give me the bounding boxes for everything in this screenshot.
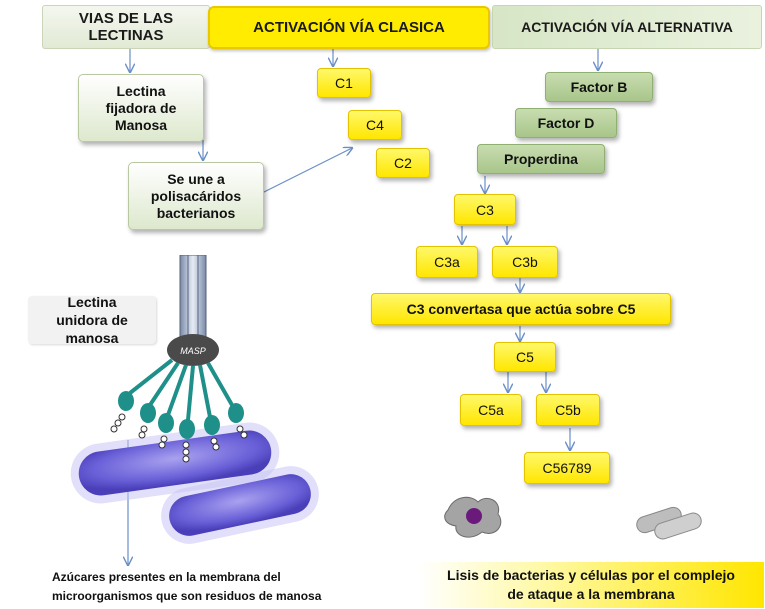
box-properdina: Properdina bbox=[477, 144, 605, 174]
box-c3-convertasa-text: C3 convertasa que actúa sobre C5 bbox=[406, 301, 636, 317]
bacterium-1 bbox=[78, 430, 272, 496]
sugar-beads bbox=[110, 413, 248, 463]
box-c4-text: C4 bbox=[366, 117, 384, 133]
box-c3-text: C3 bbox=[476, 201, 494, 218]
lisis-banner-text: Lisis de bacterias y células por el comp… bbox=[447, 567, 735, 602]
header-activacion-alternativa-text: ACTIVACIÓN VÍA ALTERNATIVA bbox=[521, 19, 733, 35]
box-factor-b: Factor B bbox=[545, 72, 653, 102]
bacteria-group bbox=[70, 422, 319, 544]
box-c5b-text: C5b bbox=[555, 402, 581, 418]
box-c2: C2 bbox=[376, 148, 430, 178]
box-lectina-fijadora: Lectina fijadora de Manosa bbox=[78, 74, 204, 142]
carbohydrate-recognition-domains bbox=[118, 391, 244, 439]
lisis-banner: Lisis de bacterias y células por el comp… bbox=[418, 562, 764, 608]
label-lectina-unidora: Lectina unidora de manosa bbox=[28, 294, 156, 346]
box-c1-text: C1 bbox=[335, 75, 353, 91]
box-c2-text: C2 bbox=[394, 155, 412, 171]
box-se-une: Se une a polisacáridos bacterianos bbox=[128, 162, 264, 230]
mannose-binding-lectin-illustration: MASP bbox=[70, 255, 319, 544]
azucares-caption-text: Azúcares presentes en la membrana del mi… bbox=[52, 570, 322, 603]
box-lectina-fijadora-text: Lectina fijadora de Manosa bbox=[105, 82, 177, 133]
label-lectina-unidora-text: Lectina unidora de manosa bbox=[56, 294, 128, 346]
lectin-stalk bbox=[179, 255, 207, 340]
box-se-une-text: Se une a polisacáridos bacterianos bbox=[150, 170, 242, 221]
lectin-arms bbox=[128, 358, 234, 421]
box-c5a-text: C5a bbox=[478, 402, 504, 418]
box-c4: C4 bbox=[348, 110, 402, 140]
box-c3a-text: C3a bbox=[434, 254, 460, 270]
box-c1: C1 bbox=[317, 68, 371, 98]
box-c5a: C5a bbox=[460, 394, 522, 426]
header-vias-lectinas-text: VIAS DE LAS LECTINAS bbox=[78, 10, 174, 44]
box-c5b: C5b bbox=[536, 394, 600, 426]
header-activacion-clasica-text: ACTIVACIÓN VÍA CLASICA bbox=[253, 19, 445, 36]
box-properdina-text: Properdina bbox=[504, 151, 578, 167]
cell-illustration bbox=[444, 496, 502, 538]
header-vias-lectinas: VIAS DE LAS LECTINAS bbox=[42, 5, 210, 49]
box-c5: C5 bbox=[494, 342, 556, 372]
box-c56789: C56789 bbox=[524, 452, 610, 484]
box-c3a: C3a bbox=[416, 246, 478, 278]
box-c3b-text: C3b bbox=[512, 254, 538, 270]
header-activacion-clasica: ACTIVACIÓN VÍA CLASICA bbox=[208, 6, 490, 49]
bacterium-2 bbox=[169, 474, 311, 536]
masp-ellipse bbox=[167, 334, 219, 366]
header-activacion-alternativa: ACTIVACIÓN VÍA ALTERNATIVA bbox=[492, 5, 762, 49]
box-c56789-text: C56789 bbox=[542, 460, 592, 476]
box-c3-convertasa: C3 convertasa que actúa sobre C5 bbox=[371, 293, 671, 325]
arrow-seune-to-c4 bbox=[257, 148, 352, 196]
box-c5-text: C5 bbox=[516, 349, 534, 365]
box-factor-d: Factor D bbox=[515, 108, 617, 138]
box-c3b: C3b bbox=[492, 246, 558, 278]
box-factor-d-text: Factor D bbox=[537, 115, 595, 131]
azucares-caption: Azúcares presentes en la membrana del mi… bbox=[52, 568, 382, 606]
box-c3: C3 bbox=[454, 194, 516, 225]
bacteria-icon bbox=[636, 506, 702, 540]
masp-label: MASP bbox=[180, 346, 206, 356]
box-factor-b-text: Factor B bbox=[570, 79, 628, 95]
